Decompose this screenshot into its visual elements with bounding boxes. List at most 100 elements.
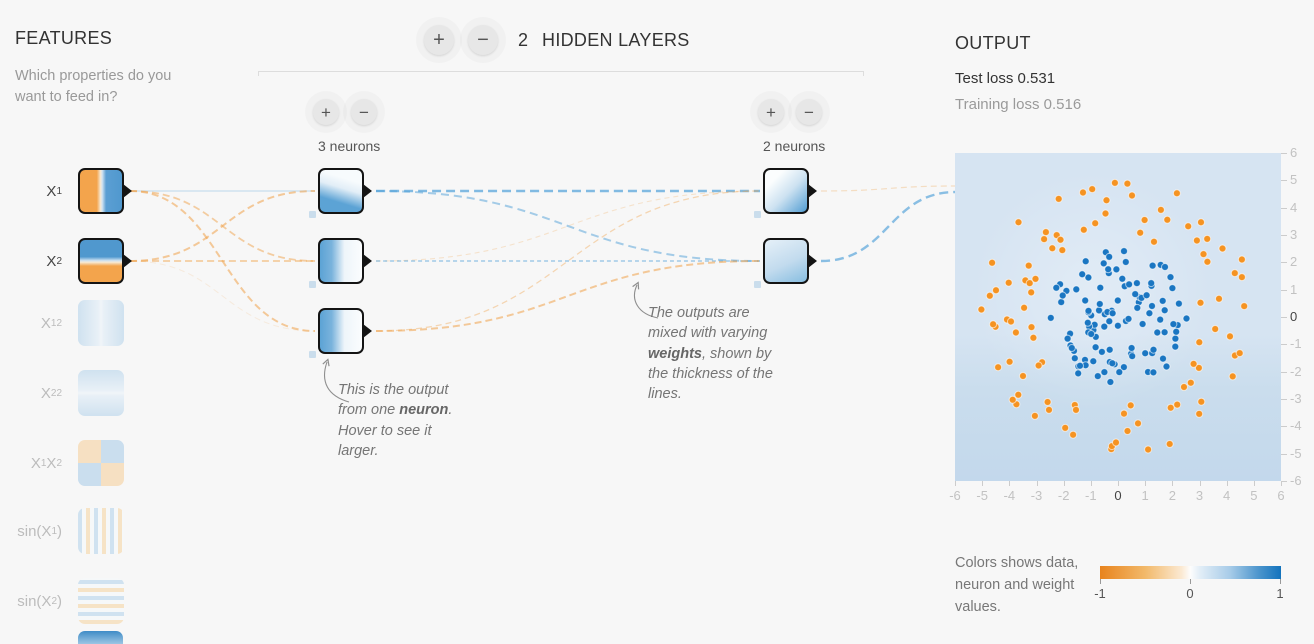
data-point (1100, 368, 1109, 377)
data-point (1054, 194, 1063, 203)
feature-card-sin-x1[interactable] (78, 508, 124, 554)
feature-card-x1x2[interactable] (78, 440, 124, 486)
add-neuron-button-layer1[interactable]: + (313, 99, 339, 125)
data-point (1156, 205, 1165, 214)
x-tick-mark (1036, 481, 1038, 486)
data-point (977, 305, 986, 314)
data-point (1195, 338, 1204, 347)
data-point (1169, 320, 1178, 329)
data-point (1127, 344, 1136, 352)
data-point (989, 320, 998, 329)
weight-line-x2-h1n3[interactable] (129, 260, 316, 332)
data-point (1031, 274, 1040, 283)
data-point (1108, 309, 1117, 318)
y-tick-mark (1281, 180, 1287, 182)
bias-indicator (309, 351, 316, 358)
data-point (1230, 269, 1239, 278)
weight-line-h1n2-h2n1[interactable] (375, 190, 761, 262)
data-point (1095, 300, 1104, 308)
layers-bracket (258, 71, 864, 76)
y-tick-label-5: 5 (1290, 172, 1298, 188)
data-point (1078, 270, 1087, 279)
scatter-points (977, 178, 1249, 454)
data-point (1186, 378, 1195, 387)
x-tick-label--4: -4 (1003, 488, 1016, 503)
feature-card-x2[interactable] (78, 238, 132, 284)
legend-tick-neg1: -1 (1094, 586, 1106, 601)
output-nub (363, 254, 372, 268)
output-nub (363, 184, 372, 198)
data-point (1226, 332, 1234, 341)
bias-indicator (754, 211, 761, 218)
data-point (1105, 252, 1114, 261)
weight-line-h1n3-h2n2[interactable] (375, 260, 761, 332)
data-point (1237, 273, 1246, 282)
feature-card-x1-squared[interactable] (78, 300, 124, 346)
y-tick-mark (1281, 235, 1287, 236)
y-tick-label--4: -4 (1290, 418, 1302, 434)
remove-neuron-button-layer2[interactable]: − (796, 99, 822, 125)
feature-card-sin-x2[interactable] (78, 578, 124, 624)
data-point (1160, 306, 1169, 315)
legend-tick-1: 1 (1276, 586, 1284, 601)
data-point (1112, 438, 1120, 447)
y-tick-mark (1281, 262, 1287, 264)
data-point (1128, 191, 1136, 200)
bias-indicator (754, 281, 761, 288)
x-tick-mark (982, 481, 984, 486)
data-point (1148, 302, 1156, 310)
weight-line-h2n2-out[interactable] (820, 190, 957, 263)
weight-line-h1n1-h2n2[interactable] (375, 190, 761, 262)
y-tick-mark (1281, 399, 1287, 400)
neuron-layer1-1[interactable] (309, 168, 372, 218)
data-point (1123, 179, 1132, 188)
data-point (1141, 349, 1150, 358)
add-neuron-button-layer2[interactable]: + (758, 99, 784, 125)
y-tick-label-3: 3 (1290, 227, 1298, 242)
neuron-layer1-3[interactable] (309, 308, 372, 358)
y-tick-mark (1281, 344, 1287, 346)
remove-layer-button[interactable]: − (468, 25, 498, 55)
data-point (1174, 299, 1183, 308)
data-point (1112, 265, 1121, 274)
remove-neuron-button-layer1[interactable]: − (351, 99, 377, 125)
neuron-layer2-2[interactable] (754, 238, 817, 288)
data-point (1091, 219, 1100, 228)
data-point (1153, 328, 1162, 337)
bias-indicator (309, 281, 316, 288)
data-point (1203, 257, 1212, 266)
data-point (1007, 317, 1015, 326)
x-tick-mark (1281, 481, 1282, 486)
feature-card-x2-squared[interactable] (78, 370, 124, 416)
add-layer-button[interactable]: + (424, 25, 454, 55)
data-point (1228, 372, 1237, 381)
weight-line-x2-h1n1[interactable] (129, 190, 316, 262)
neuron-layer2-1[interactable] (754, 168, 817, 218)
data-point (1158, 296, 1167, 305)
data-point (1211, 325, 1220, 333)
data-point (1081, 296, 1090, 305)
data-point (1046, 313, 1055, 322)
data-point (1194, 363, 1203, 372)
data-point (1070, 354, 1079, 363)
data-point (1240, 302, 1249, 311)
test-loss: Test loss 0.531 (955, 70, 1055, 87)
data-point (1172, 327, 1181, 336)
data-point (1138, 320, 1147, 328)
data-point (1102, 196, 1111, 205)
data-point (1145, 309, 1154, 318)
annotation-neuron: This is the output from one neuron. Hove… (338, 382, 453, 459)
feature-card-x1[interactable] (78, 168, 132, 214)
legend-tick-0: 0 (1186, 586, 1194, 601)
neuron-layer1-2[interactable] (309, 238, 372, 288)
data-point (1126, 401, 1135, 410)
x-tick-mark (1063, 481, 1065, 486)
data-point (1149, 368, 1158, 377)
output-nub (808, 184, 817, 198)
data-point (1218, 244, 1227, 253)
data-point (1041, 228, 1050, 237)
weight-line-h2n1-out[interactable] (820, 185, 957, 192)
